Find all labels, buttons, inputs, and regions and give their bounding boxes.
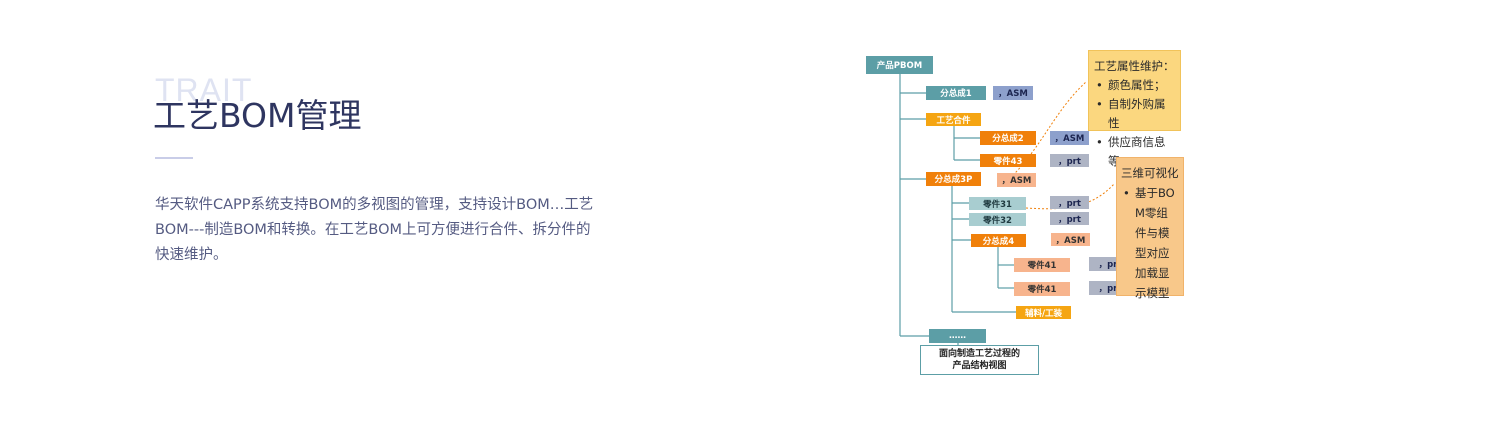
callout-attrs-item: 颜色属性； [1094,76,1175,95]
node-subassembly-4-type: ，ASM [1051,233,1090,246]
callout-3d-title: 三维可视化 [1121,166,1179,180]
title-underline [155,157,193,159]
node-subassembly-2: 分总成2 [980,131,1036,145]
page-title: 工艺BOM管理 [153,96,362,135]
node-auxiliary-tooling: 辅料/工装 [1016,306,1071,319]
node-subassembly-1-type: ，ASM [993,86,1033,100]
node-part-41-a: 零件41 [1014,258,1070,272]
manufacturing-view-line-1: 面向制造工艺过程的 [938,349,1020,359]
callout-3d-pointer [1025,183,1115,210]
node-subassembly-3p: 分总成3P [926,172,981,186]
node-subassembly-2-type: ，ASM [1050,131,1089,145]
page-description: 华天软件CAPP系统支持BOM的多视图的管理，支持设计BOM…工艺BOM---制… [155,197,594,263]
node-part-31-type: ，prt [1050,196,1089,209]
node-subassembly-3p-type: ，ASM [997,173,1036,187]
callout-attrs-item: 供应商信息等 [1094,133,1175,171]
callout-attrs-title: 工艺属性维护： [1094,59,1175,73]
callout-attrs-pointer [1009,81,1087,179]
node-part-43-type: ，prt [1050,154,1089,167]
node-part-41-b: 零件41 [1014,282,1070,296]
callout-attrs-item: 自制外购属性 [1094,95,1175,133]
callout-process-attributes: 工艺属性维护： 颜色属性； 自制外购属性 供应商信息等 [1088,50,1181,168]
node-product-pbom: 产品PBOM [866,56,933,74]
node-part-32: 零件32 [969,213,1026,226]
node-part-32-type: ，prt [1050,212,1089,225]
manufacturing-view-line-2: 产品结构视图 [952,361,1007,371]
node-more: …… [929,329,986,343]
node-subassembly-4: 分总成4 [971,234,1026,247]
node-part-43: 零件43 [980,154,1036,167]
callout-3d-item: 基于BOM零组件与模型对应加载显示模型 [1121,183,1179,303]
manufacturing-view-label: 面向制造工艺过程的 产品结构视图 [920,345,1039,375]
node-craft-merge: 工艺合件 [926,113,981,126]
node-subassembly-1: 分总成1 [926,86,986,100]
header-watermark: TRAIT [155,72,253,108]
callout-3d-visualization: 三维可视化 基于BOM零组件与模型对应加载显示模型 [1116,157,1184,300]
node-part-31: 零件31 [969,197,1026,210]
